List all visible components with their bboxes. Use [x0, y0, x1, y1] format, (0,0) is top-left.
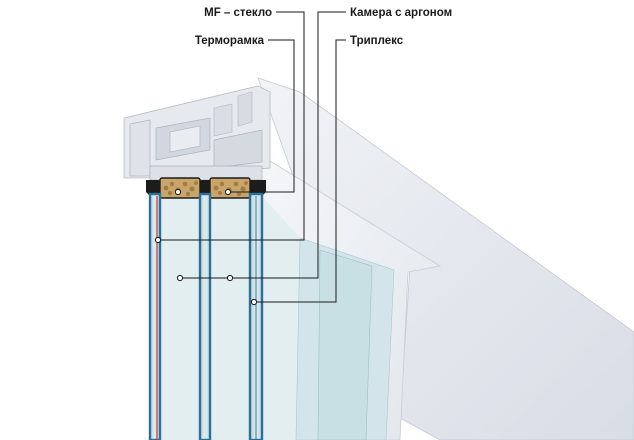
label-mf-glass: MF – стекло	[204, 7, 272, 19]
dot-thermal-left	[174, 188, 182, 196]
leader-mf-glass	[158, 11, 305, 241]
dot-argon-left	[176, 274, 184, 282]
glass-pane-middle	[198, 192, 212, 440]
leader-triplex	[254, 39, 346, 303]
leader-thermal-frame	[228, 39, 295, 193]
dot-argon-right	[226, 274, 234, 282]
label-argon-chamber: Камера с аргоном	[350, 7, 452, 19]
profile-step-1	[237, 91, 253, 127]
leader-lines	[158, 11, 346, 303]
profile-chamber-1	[129, 119, 151, 177]
glass-depth-layer-2	[317, 249, 373, 440]
profile-chamber-3	[169, 125, 201, 153]
glass-pane-outer	[148, 192, 162, 440]
dot-triplex	[250, 298, 258, 306]
label-triplex: Триплекс	[350, 35, 404, 47]
label-thermal-frame: Терморамка	[195, 35, 265, 47]
profile-chamber-4	[213, 129, 263, 169]
dot-mf-glass	[154, 236, 162, 244]
leader-dots	[154, 188, 258, 306]
profile-step-2	[213, 103, 233, 137]
dot-thermal-right	[224, 188, 232, 196]
leader-argon-chamber	[180, 11, 346, 279]
